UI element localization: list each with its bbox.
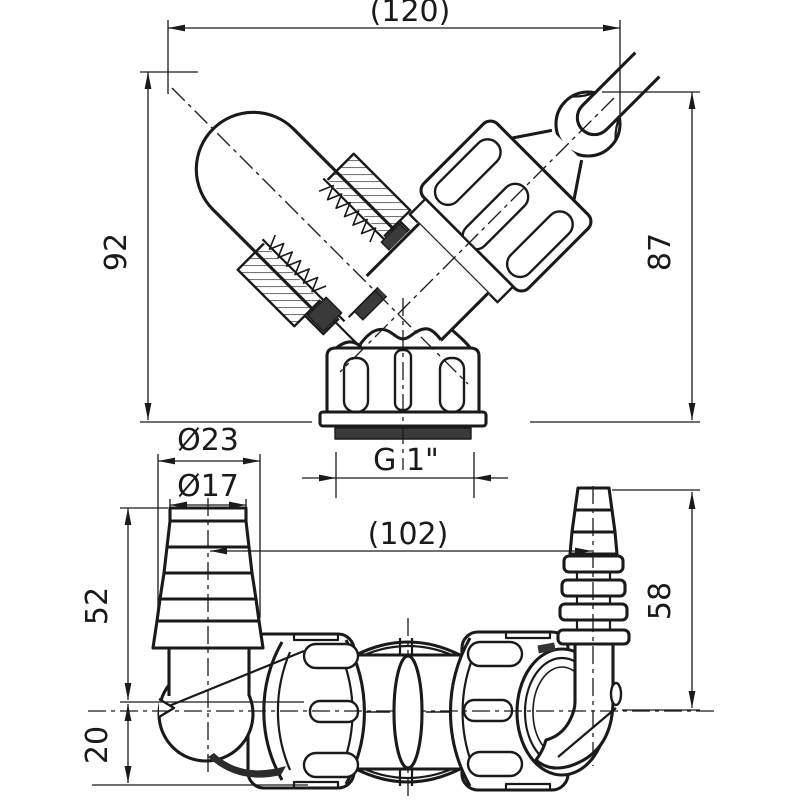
left-axis-centerline [171, 87, 469, 385]
dim-92-label: 92 [99, 233, 134, 271]
thread-zigzag-top [318, 184, 377, 243]
top-view-drawing [171, 51, 661, 470]
dim-overall-width: (120) [167, 0, 621, 114]
outlet-nut-slot [342, 356, 370, 414]
dim-elbow-drop: 20 [80, 704, 308, 786]
outlet-nut [318, 346, 488, 440]
dim-right-height: 87 [530, 91, 700, 423]
dim-20-label: 20 [80, 726, 115, 764]
right-nut-tabs [504, 632, 552, 790]
dim-87-label: 87 [643, 233, 678, 271]
right-elbow [534, 642, 623, 770]
dim-d17-label: Ø17 [177, 469, 239, 504]
right-arm-tube [365, 222, 490, 347]
right-axis-centerline [339, 97, 615, 373]
dim-left-height: 92 [99, 71, 312, 423]
mold-notches [398, 638, 414, 786]
bottom-view-drawing [88, 486, 716, 798]
left-elbow-cylinder [167, 646, 251, 696]
left-nut-face-arc2 [276, 651, 292, 771]
elbow-shadow-crescent [208, 753, 286, 778]
dim-right-barb-height: 58 [612, 489, 700, 711]
nozzle-fillets [571, 91, 621, 141]
right-nut-left-bulge [448, 637, 472, 787]
right-nut-slot [466, 640, 524, 668]
dim-d23-label: Ø23 [177, 423, 239, 458]
right-nut-slot [466, 750, 524, 778]
outlet-nut-slot [438, 356, 466, 414]
nut-slot [433, 138, 502, 207]
right-elbow-tube [534, 642, 615, 770]
dim-120-label: (120) [370, 0, 451, 29]
dim-thread-label: G 1" [373, 443, 439, 478]
oval-boss [392, 654, 424, 770]
molded-mark [537, 642, 556, 654]
dim-102-label: (102) [368, 517, 449, 552]
dim-58-label: 58 [643, 582, 678, 620]
dim-left-barb-height: 52 [80, 507, 304, 703]
dim-thread: G 1" [302, 443, 508, 498]
dimensions: (120) 92 87 G 1" Ø23 [80, 0, 700, 786]
dim-overall-length: (102) [210, 517, 592, 555]
left-elbow-seam [163, 649, 305, 710]
neck-cone [511, 128, 584, 201]
seal-ring-lower [307, 296, 343, 332]
elbow-nub [609, 681, 623, 707]
dim-inner-diameter: Ø17 [169, 469, 247, 512]
top-view-centerlines [171, 87, 615, 470]
right-elbow-seam [557, 707, 617, 758]
dim-outer-diameter: Ø23 [157, 423, 261, 618]
left-nut-slot [302, 751, 360, 779]
dim-52-label: 52 [80, 587, 115, 625]
thread-zigzag-bottom [268, 234, 327, 293]
left-elbow [157, 646, 305, 778]
bottom-view-centerlines [88, 486, 716, 798]
left-nut-slot [302, 642, 360, 670]
barb-groove [575, 620, 612, 630]
nut-slot [505, 210, 574, 279]
